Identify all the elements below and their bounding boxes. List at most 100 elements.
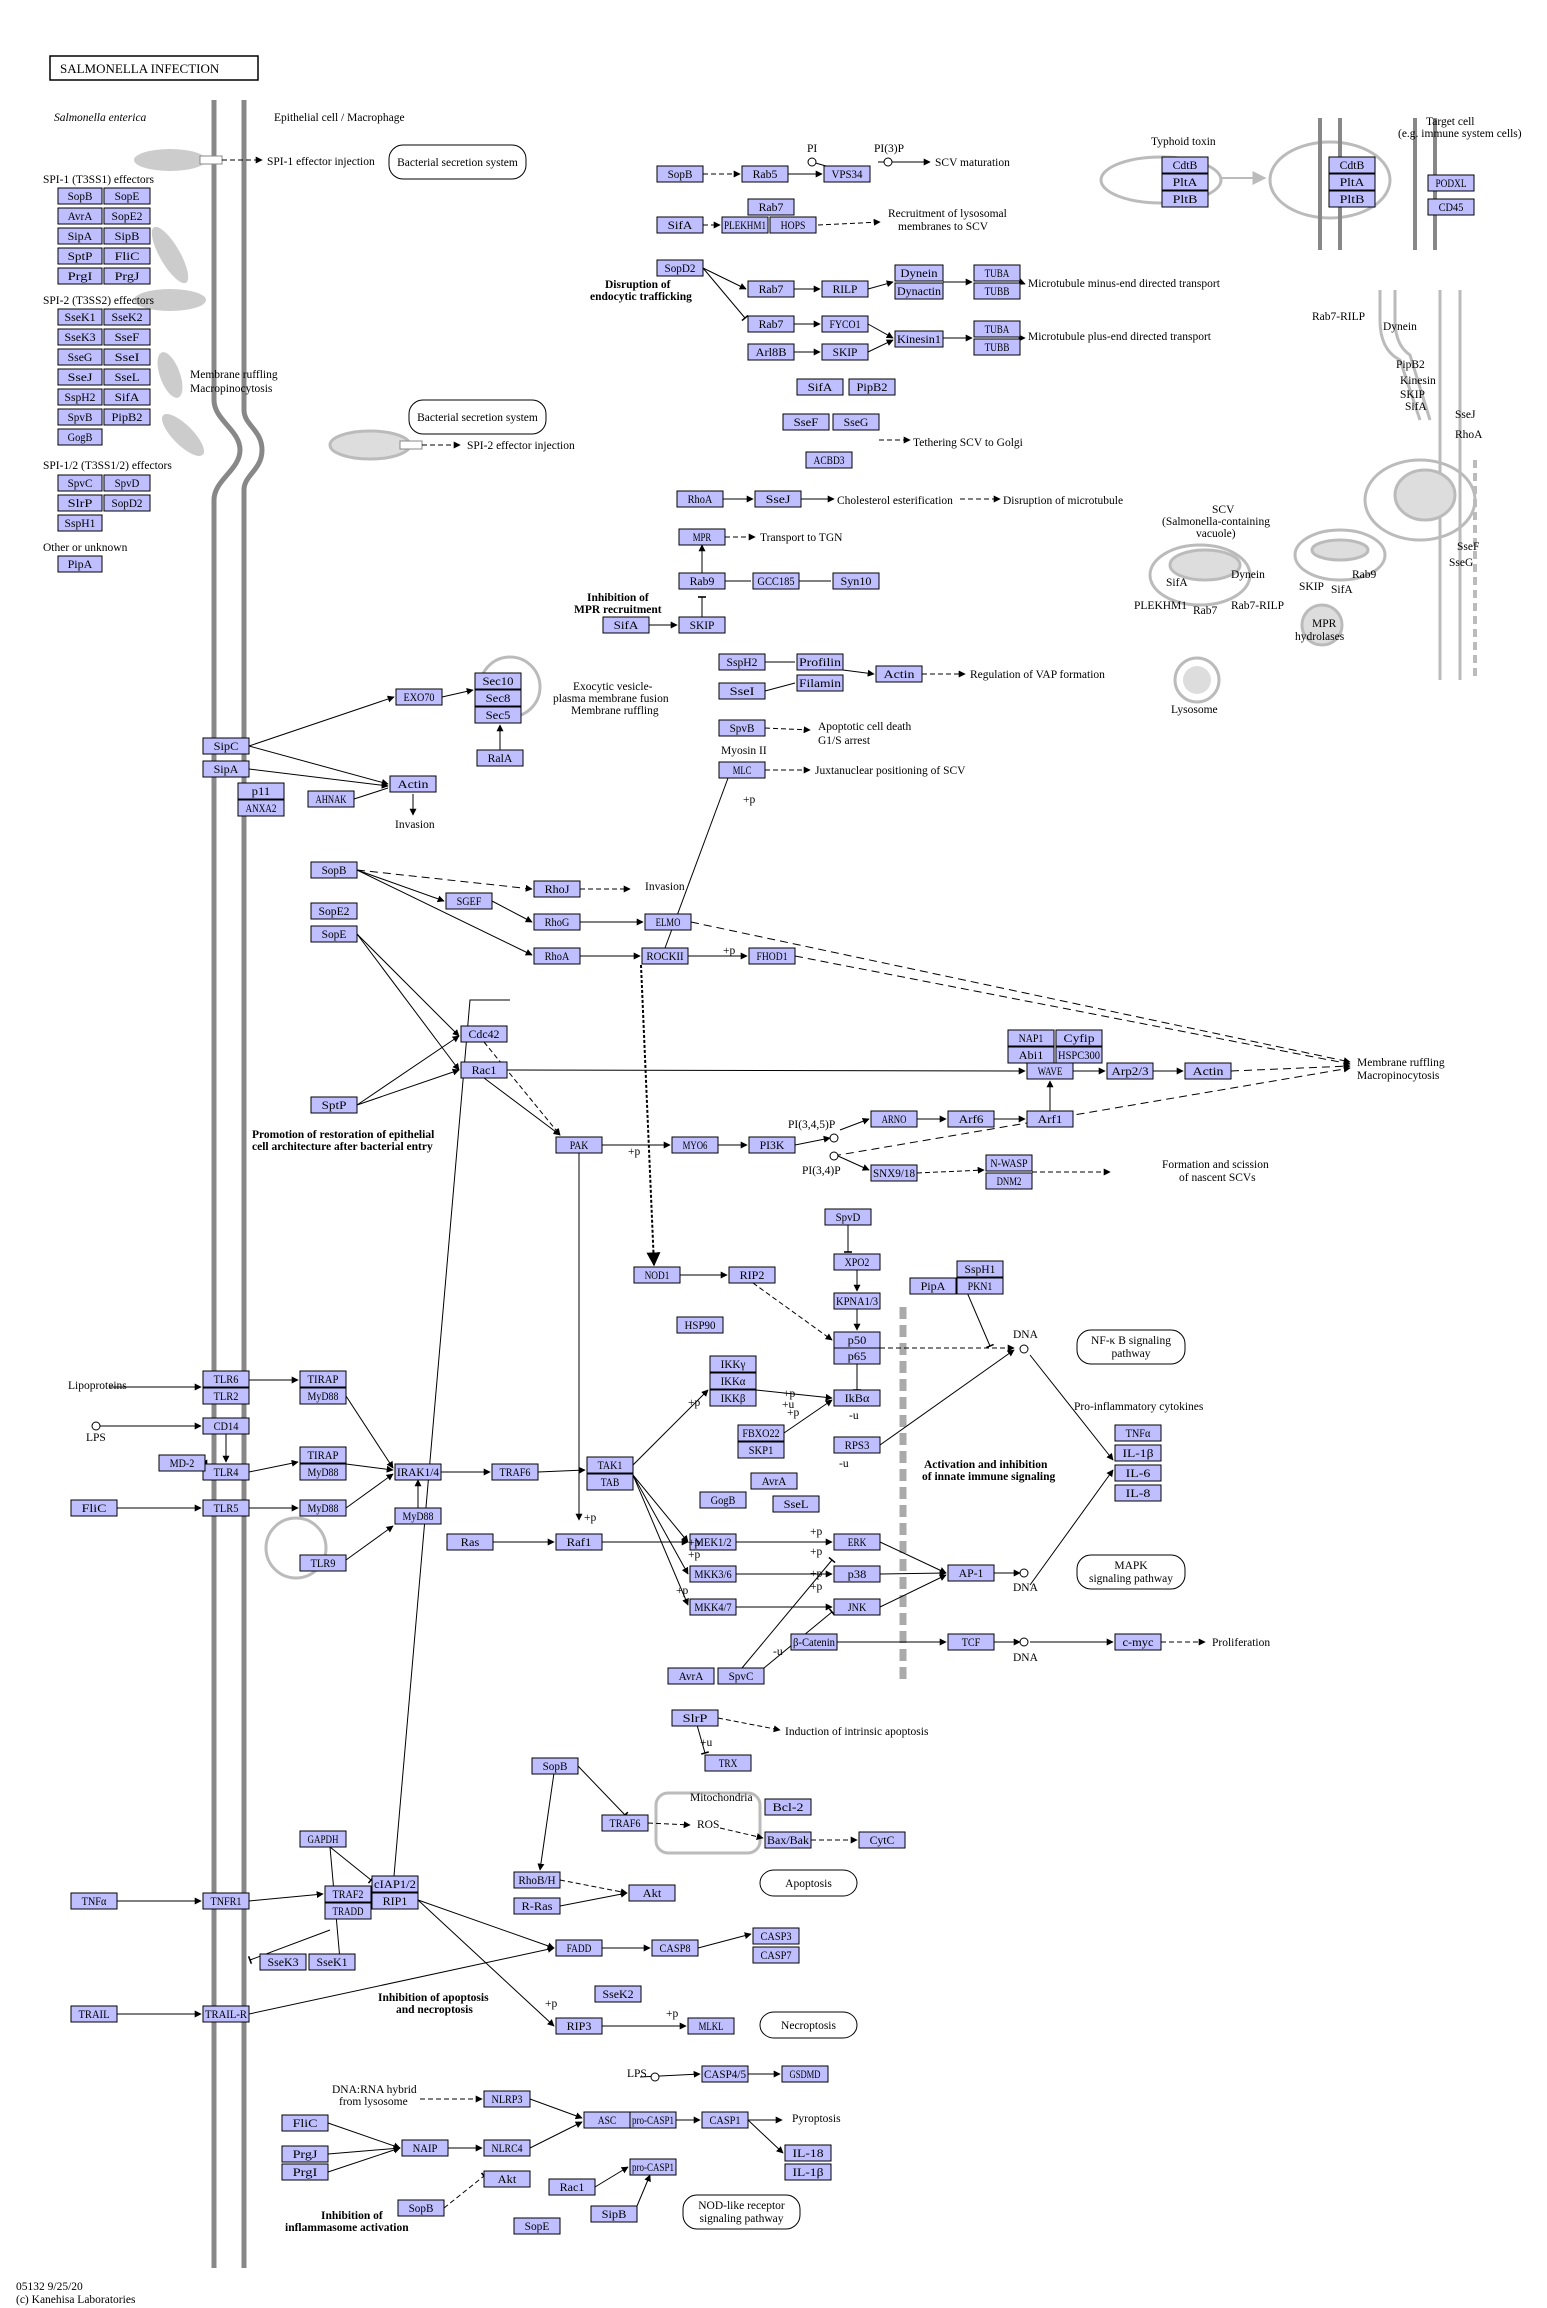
gene-node-casp4-5[interactable]: CASP4/5: [701, 2065, 749, 2083]
gene-node-sifa[interactable]: SifA: [656, 216, 704, 234]
gene-node-mpr[interactable]: MPR: [678, 528, 726, 546]
gene-node-rhob-h[interactable]: RhoB/H: [513, 1871, 561, 1889]
gene-node-spvb[interactable]: SpvB: [718, 719, 766, 737]
gene-node-sope[interactable]: SopE: [513, 2217, 561, 2235]
gene-node-avra[interactable]: AvrA: [667, 1667, 715, 1685]
gene-node-trail[interactable]: TRAIL: [70, 2005, 118, 2023]
gene-node-sopd2[interactable]: SopD2: [656, 259, 704, 277]
gene-node-irak1-4[interactable]: IRAK1/4: [394, 1463, 442, 1481]
gene-node-rac1[interactable]: Rac1: [460, 1061, 508, 1079]
gene-node-sseg[interactable]: SseG: [832, 413, 880, 431]
gene-node-ssej[interactable]: SseJ: [57, 368, 103, 386]
gene-node-md-2[interactable]: MD-2: [158, 1454, 206, 1472]
pathway-link[interactable]: Necroptosis: [759, 2011, 858, 2039]
gene-node-skip[interactable]: SKIP: [821, 343, 869, 361]
gene-node-bcl-2[interactable]: Bcl-2: [764, 1798, 812, 1816]
gene-node-rab7[interactable]: Rab7: [747, 315, 795, 333]
gene-node-cd45[interactable]: CD45: [1427, 198, 1475, 216]
gene-node-il-1-[interactable]: IL-1β: [784, 2163, 832, 2181]
gene-node-spvd[interactable]: SpvD: [103, 474, 151, 492]
gene-node-spvd[interactable]: SpvD: [824, 1208, 872, 1226]
pathway-link[interactable]: Bacterial secretion system: [408, 399, 547, 435]
gene-node-ikb-[interactable]: IkBα: [833, 1389, 881, 1407]
gene-node-trail-r[interactable]: TRAIL-R: [202, 2005, 250, 2023]
gene-node-tuba[interactable]: TUBA: [973, 264, 1021, 282]
gene-node-erk[interactable]: ERK: [833, 1533, 881, 1551]
gene-node-cytc[interactable]: CytC: [858, 1831, 906, 1849]
gene-node-ssek1[interactable]: SseK1: [57, 308, 103, 326]
gene-node-cyfip[interactable]: Cyfip: [1055, 1029, 1103, 1047]
gene-node-hops[interactable]: HOPS: [769, 216, 817, 234]
gene-node-rab7[interactable]: Rab7: [747, 198, 795, 216]
gene-node-spvb[interactable]: SpvB: [57, 408, 103, 426]
gene-node-pro-casp1[interactable]: pro-CASP1: [629, 2111, 677, 2129]
gene-node-pltb[interactable]: PltB: [1161, 190, 1209, 208]
gene-node-myd88[interactable]: MyD88: [299, 1387, 347, 1405]
gene-node-tirap[interactable]: TIRAP: [299, 1446, 347, 1464]
gene-node-sec10[interactable]: Sec10: [474, 672, 522, 690]
gene-node-mlkl[interactable]: MLKL: [687, 2017, 735, 2035]
gene-node-ssel[interactable]: SseL: [772, 1495, 820, 1513]
gene-node-ssek2[interactable]: SseK2: [594, 1985, 642, 2003]
gene-node-il-6[interactable]: IL-6: [1114, 1464, 1162, 1482]
gene-node-il-8[interactable]: IL-8: [1114, 1484, 1162, 1502]
gene-node--catenin[interactable]: β-Catenin: [790, 1633, 838, 1651]
gene-node-kinesin1[interactable]: Kinesin1: [894, 330, 944, 348]
gene-node-pipb2[interactable]: PipB2: [103, 408, 151, 426]
gene-node-acbd3[interactable]: ACBD3: [805, 451, 853, 469]
gene-node-dynein[interactable]: Dynein: [894, 264, 944, 282]
gene-node-ssel[interactable]: SseL: [103, 368, 151, 386]
gene-node-ikk-[interactable]: IKKα: [709, 1372, 757, 1390]
gene-node-filamin[interactable]: Filamin: [796, 674, 844, 692]
gene-node-rhoa[interactable]: RhoA: [676, 490, 724, 508]
gene-node-profilin[interactable]: Profilin: [796, 653, 844, 671]
gene-node-pi3k[interactable]: PI3K: [748, 1136, 796, 1154]
gene-node-actin[interactable]: Actin: [389, 775, 437, 793]
gene-node-casp1[interactable]: CASP1: [701, 2111, 749, 2129]
gene-node-traf2[interactable]: TRAF2: [324, 1885, 372, 1903]
gene-node-hsp90[interactable]: HSP90: [676, 1316, 724, 1334]
gene-node-fhod1[interactable]: FHOD1: [748, 947, 796, 965]
gene-node-sipa[interactable]: SipA: [57, 227, 103, 245]
gene-node-avra[interactable]: AvrA: [750, 1472, 798, 1490]
gene-node-myo6[interactable]: MYO6: [671, 1136, 719, 1154]
gene-node-tubb[interactable]: TUBB: [973, 338, 1021, 356]
gene-node-arno[interactable]: ARNO: [870, 1110, 918, 1128]
gene-node-sifa[interactable]: SifA: [796, 378, 844, 396]
gene-node-tlr6[interactable]: TLR6: [202, 1370, 250, 1388]
gene-node-actin[interactable]: Actin: [1184, 1062, 1232, 1080]
gene-node-pipa[interactable]: PipA: [909, 1277, 957, 1295]
gene-node-skp1[interactable]: SKP1: [737, 1441, 785, 1459]
gene-node-ssef[interactable]: SseF: [103, 328, 151, 346]
gene-node-mkk4-7[interactable]: MKK4/7: [689, 1598, 737, 1616]
gene-node-dnm2[interactable]: DNM2: [985, 1172, 1033, 1190]
gene-node-rip1[interactable]: RIP1: [371, 1892, 419, 1910]
gene-node-tab[interactable]: TAB: [586, 1473, 634, 1491]
gene-node-rab7[interactable]: Rab7: [747, 280, 795, 298]
gene-node-sope2[interactable]: SopE2: [103, 207, 151, 225]
gene-node-exo70[interactable]: EXO70: [395, 688, 443, 706]
gene-node-p50[interactable]: p50: [833, 1331, 881, 1349]
gene-node-ssph2[interactable]: SspH2: [718, 653, 766, 671]
pathway-link[interactable]: Apoptosis: [759, 1869, 858, 1897]
gene-node-pro-casp1[interactable]: pro-CASP1: [629, 2158, 677, 2176]
gene-node-rps3[interactable]: RPS3: [833, 1436, 881, 1454]
gene-node-ssph1[interactable]: SspH1: [956, 1260, 1004, 1278]
gene-node-sptp[interactable]: SptP: [310, 1096, 358, 1114]
gene-node-sipb[interactable]: SipB: [103, 227, 151, 245]
gene-node-asc[interactable]: ASC: [583, 2111, 631, 2129]
gene-node-fbxo22[interactable]: FBXO22: [737, 1424, 785, 1442]
gene-node-sptp[interactable]: SptP: [57, 247, 103, 265]
gene-node-sope2[interactable]: SopE2: [310, 902, 358, 920]
gene-node-elmo[interactable]: ELMO: [644, 913, 692, 931]
gene-node-nap1[interactable]: NAP1: [1007, 1029, 1055, 1047]
gene-node-rhog[interactable]: RhoG: [533, 913, 581, 931]
gene-node-tuba[interactable]: TUBA: [973, 320, 1021, 338]
gene-node-sopb[interactable]: SopB: [57, 187, 103, 205]
gene-node-raf1[interactable]: Raf1: [555, 1533, 603, 1551]
gene-node-gsdmd[interactable]: GSDMD: [781, 2065, 829, 2083]
gene-node-sipb[interactable]: SipB: [590, 2205, 638, 2223]
gene-node-ssef[interactable]: SseF: [782, 413, 830, 431]
gene-node-spvc[interactable]: SpvC: [57, 474, 103, 492]
gene-node-rala[interactable]: RalA: [476, 749, 524, 767]
